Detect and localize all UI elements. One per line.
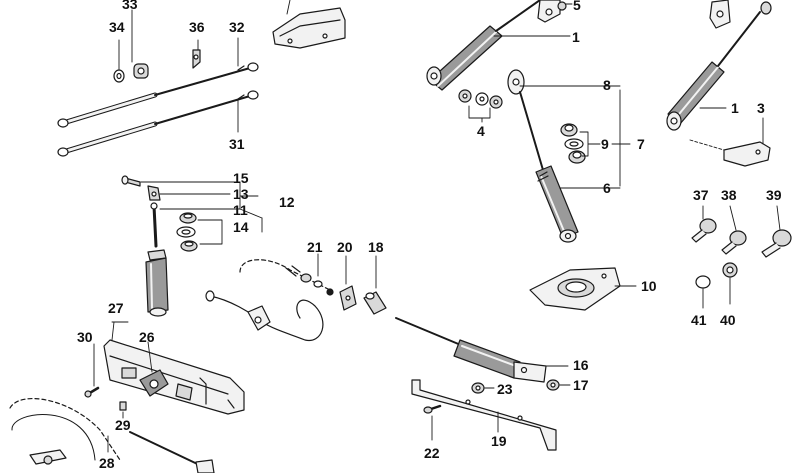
part-label-34: 34 [109,19,125,35]
part-label-15: 15 [233,170,249,186]
part-label-1b: 1 [731,100,739,116]
gas-strut-31 [57,90,259,157]
clip-36 [192,39,201,69]
part-label-20: 20 [337,239,353,255]
cable-28 [9,397,215,473]
strut-6 [507,69,621,243]
part-label-19: 19 [491,433,507,449]
part-label-21: 21 [307,239,323,255]
part-label-1a: 1 [572,29,580,45]
part-label-11: 11 [233,202,248,218]
part-label-23: 23 [497,381,513,397]
screw-22 [423,404,442,441]
part-label-32: 32 [229,19,245,35]
part-label-22: 22 [424,445,440,461]
part-label-31: 31 [229,136,245,152]
screw-30 [84,343,100,398]
part-label-38: 38 [721,187,737,203]
part-label-7: 7 [637,136,645,152]
rod-16 [395,317,569,383]
part-label-13: 13 [233,186,249,202]
washers-4 [458,89,503,123]
part-label-8: 8 [603,77,611,93]
part-label-28: 28 [99,455,115,471]
cable-21 [239,253,334,296]
part-label-12: 12 [279,194,295,210]
bolt-39 [761,205,792,258]
lever-26 [139,341,169,397]
part-label-6: 6 [603,180,611,196]
part-label-3: 3 [757,100,765,116]
bracket-10 [529,267,637,311]
washer-34 [113,39,125,83]
leader-12 [229,181,259,210]
part-label-41: 41 [691,312,707,328]
part-label-9: 9 [601,136,609,152]
leader-12b [239,208,263,219]
screw-15 [121,175,231,187]
strut-1-right [666,0,772,131]
clip-29 [119,401,127,419]
part-label-36: 36 [189,19,205,35]
nut-17 [546,379,571,391]
washer-40 [722,262,738,305]
bracket-20 [339,255,357,311]
lever-housing-27 [103,321,245,415]
bolt-38 [721,205,747,255]
ring-41 [695,275,711,309]
nut-23 [471,382,495,394]
bushings-14 [176,212,223,252]
part-label-10: 10 [641,278,657,294]
sleeve-18 [363,255,387,315]
part-label-39: 39 [766,187,782,203]
part-label-5: 5 [573,0,581,13]
part-label-16: 16 [573,357,589,373]
rail-19 [411,379,557,451]
bolt-37 [691,205,717,243]
bushings-9 [560,123,631,164]
part-label-40: 40 [720,312,736,328]
part-label-26: 26 [139,329,155,345]
clip-13 [147,185,231,201]
part-label-33: 33 [122,0,138,12]
part-label-30: 30 [77,329,93,345]
part-label-4: 4 [477,123,485,139]
part-label-14: 14 [233,219,249,235]
bracket-3 [689,117,771,167]
part-label-18: 18 [368,239,384,255]
bracket-5 [537,0,573,23]
part-label-29: 29 [115,417,131,433]
part-label-27: 27 [108,300,124,316]
part-label-17: 17 [573,377,589,393]
nut-33 [131,9,149,79]
strut-11 [145,202,231,317]
hinge-bracket-top [272,0,346,49]
cable-loop [205,290,324,341]
part-label-37: 37 [693,187,709,203]
strut-1-left [426,0,571,91]
gas-strut-32 [57,62,259,128]
